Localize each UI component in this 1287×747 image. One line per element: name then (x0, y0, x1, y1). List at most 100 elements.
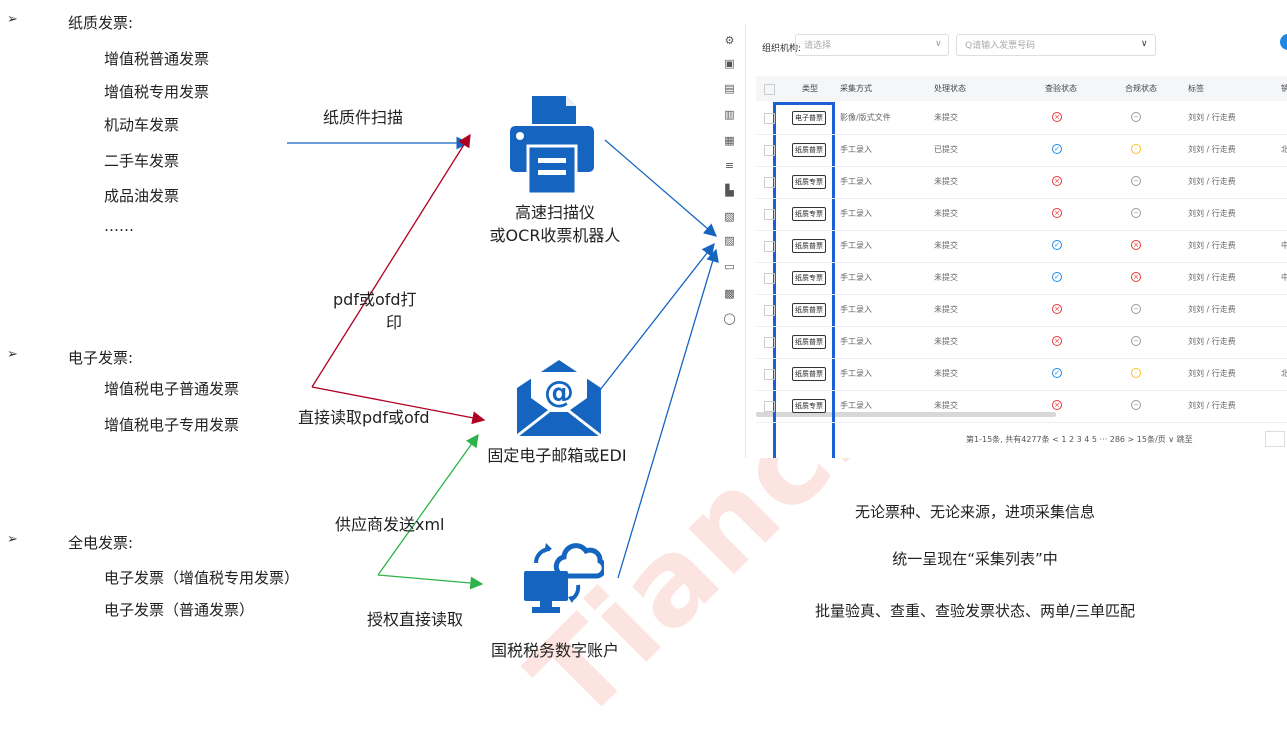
collect-method: 手工录入 (840, 305, 872, 314)
invoice-type-tag: 纸质普票 (792, 367, 826, 381)
process-status: 未提交 (934, 241, 958, 250)
arrow-supplier-xml (377, 433, 479, 576)
compliance-status-icon: − (1131, 176, 1141, 186)
compliance-status-icon: · (1131, 368, 1141, 378)
row-extra: 中 (1281, 241, 1287, 250)
page-jump-input[interactable] (1265, 431, 1285, 447)
arrow-authorized (377, 574, 484, 590)
row-tag: 刘刘 / 行走费 (1188, 209, 1236, 218)
table-row[interactable]: 纸质专票手工录入未提交×−刘刘 / 行走费 (756, 198, 1287, 231)
column-header: 处理状态 (934, 84, 966, 93)
row-extra: 北 (1281, 145, 1287, 154)
pagination[interactable]: 第1-15条, 共有4277条 < 1 2 3 4 5 ··· 286 > 15… (966, 435, 1193, 444)
row-tag: 刘刘 / 行走费 (1188, 145, 1236, 154)
arrow-read-direct (311, 386, 486, 425)
select-all-checkbox[interactable] (764, 84, 775, 95)
invoice-search-input[interactable]: Q请输入发票号码 (956, 34, 1156, 56)
invoice-type-tag: 纸质普票 (792, 143, 826, 157)
row-checkbox[interactable] (764, 241, 775, 252)
document-icon[interactable]: ▤ (724, 82, 735, 95)
check-status-icon: ✓ (1052, 144, 1062, 154)
check-status-icon: × (1052, 400, 1062, 410)
category-title: 全电发票: (68, 534, 134, 552)
chevron-down-icon: ∨ (935, 39, 942, 49)
monitor-icon[interactable]: ▣ (724, 57, 735, 70)
summary-line: 批量验真、查重、查验发票状态、两单/三单匹配 (814, 602, 1136, 620)
collect-method: 手工录入 (840, 369, 872, 378)
chart-icon[interactable]: ▙ (725, 184, 734, 197)
process-status: 未提交 (934, 369, 958, 378)
file-icon[interactable]: ▥ (724, 108, 735, 121)
category-title: 电子发票: (68, 349, 134, 367)
archive-icon[interactable]: ▩ (724, 287, 735, 300)
collection-list-screenshot: ⚙ ▣ ▤ ▥ ▦ ≡ ▙ ▧ ▨ ▭ ▩ ◯ 组织机构: 请选择 ∨ Q请输入… (720, 24, 1287, 458)
row-tag: 刘刘 / 行走费 (1188, 305, 1236, 314)
row-checkbox[interactable] (764, 113, 775, 124)
process-status: 未提交 (934, 177, 958, 186)
filter-org-label: 组织机构: (762, 44, 802, 54)
settings-icon[interactable]: ⚙ (724, 34, 735, 47)
menu-icon[interactable]: ≡ (724, 159, 735, 172)
compliance-status-icon: − (1131, 336, 1141, 346)
process-status: 未提交 (934, 273, 958, 282)
column-header: 合规状态 (1125, 84, 1157, 93)
arrow-email-table (599, 242, 715, 391)
svg-text:@: @ (544, 375, 574, 410)
label-pdf-print-2: 印 (386, 313, 403, 332)
table-header: 类型 采集方式 处理状态 查验状态 合规状态 标签 销 (756, 76, 1287, 101)
process-status: 未提交 (934, 337, 958, 346)
node-scanner-line2: 或OCR收票机器人 (489, 226, 621, 245)
category-title: 纸质发票: (68, 14, 134, 32)
invoice-type-tag: 纸质普票 (792, 303, 826, 317)
table-row[interactable]: 纸质专票手工录入未提交✓×刘刘 / 行走费中 (756, 262, 1287, 295)
table-row[interactable]: 纸质专票手工录入未提交×−刘刘 / 行走费 (756, 390, 1287, 423)
flow-arrows (287, 133, 719, 590)
report-icon[interactable]: ▧ (724, 210, 735, 223)
table-row[interactable]: 纸质专票手工录入未提交×−刘刘 / 行走费 (756, 166, 1287, 199)
row-tag: 刘刘 / 行走费 (1188, 273, 1236, 282)
notes-icon[interactable]: ▦ (724, 134, 735, 147)
bullet-icon: ➢ (7, 347, 18, 362)
table-row[interactable]: 纸质普票手工录入未提交✓×刘刘 / 行走费中 (756, 230, 1287, 263)
compliance-status-icon: × (1131, 272, 1141, 282)
check-status-icon: × (1052, 304, 1062, 314)
invoice-type-tag: 电子普票 (792, 111, 826, 125)
row-extra: 北 (1281, 369, 1287, 378)
table-row[interactable]: 纸质普票手工录入未提交×−刘刘 / 行走费 (756, 294, 1287, 327)
collect-method: 手工录入 (840, 209, 872, 218)
arrow-scanner-table (604, 139, 717, 237)
process-status: 已提交 (934, 145, 958, 154)
node-scanner-line1: 高速扫描仪 (514, 203, 595, 222)
arrow-pdf-print (311, 133, 471, 388)
row-checkbox[interactable] (764, 305, 775, 316)
row-checkbox[interactable] (764, 401, 775, 412)
list-icon[interactable]: ▨ (724, 234, 735, 247)
row-checkbox[interactable] (764, 145, 775, 156)
arrow-tax-table (617, 248, 719, 579)
row-checkbox[interactable] (764, 369, 775, 380)
category-item: 增值税电子普通发票 (104, 380, 240, 398)
process-status: 未提交 (934, 209, 958, 218)
collect-method: 影像/版式文件 (840, 113, 891, 122)
invoice-type-tag: 纸质普票 (792, 239, 826, 253)
row-checkbox[interactable] (764, 177, 775, 188)
calendar-icon[interactable]: ▭ (724, 260, 735, 273)
table-row[interactable]: 纸质普票手工录入已提交✓·刘刘 / 行走费北 (756, 134, 1287, 167)
collect-method: 手工录入 (840, 401, 872, 410)
collect-method: 手工录入 (840, 177, 872, 186)
horizontal-scrollbar[interactable] (756, 412, 1056, 417)
row-checkbox[interactable] (764, 337, 775, 348)
avatar[interactable] (1280, 34, 1287, 50)
row-checkbox[interactable] (764, 209, 775, 220)
sidebar-divider (745, 24, 746, 458)
row-checkbox[interactable] (764, 273, 775, 284)
node-tax: 国税税务数字账户 (490, 641, 619, 660)
table-row[interactable]: 纸质普票手工录入未提交✓·刘刘 / 行走费北 (756, 358, 1287, 391)
table-row[interactable]: 纸质普票手工录入未提交×−刘刘 / 行走费 (756, 326, 1287, 359)
org-select[interactable]: 请选择 (795, 34, 949, 56)
collect-method: 手工录入 (840, 241, 872, 250)
compliance-status-icon: − (1131, 304, 1141, 314)
table-row[interactable]: 电子普票影像/版式文件未提交×−刘刘 / 行走费 (756, 102, 1287, 135)
category-item: 增值税电子专用发票 (104, 416, 240, 434)
shield-icon[interactable]: ◯ (723, 312, 736, 325)
